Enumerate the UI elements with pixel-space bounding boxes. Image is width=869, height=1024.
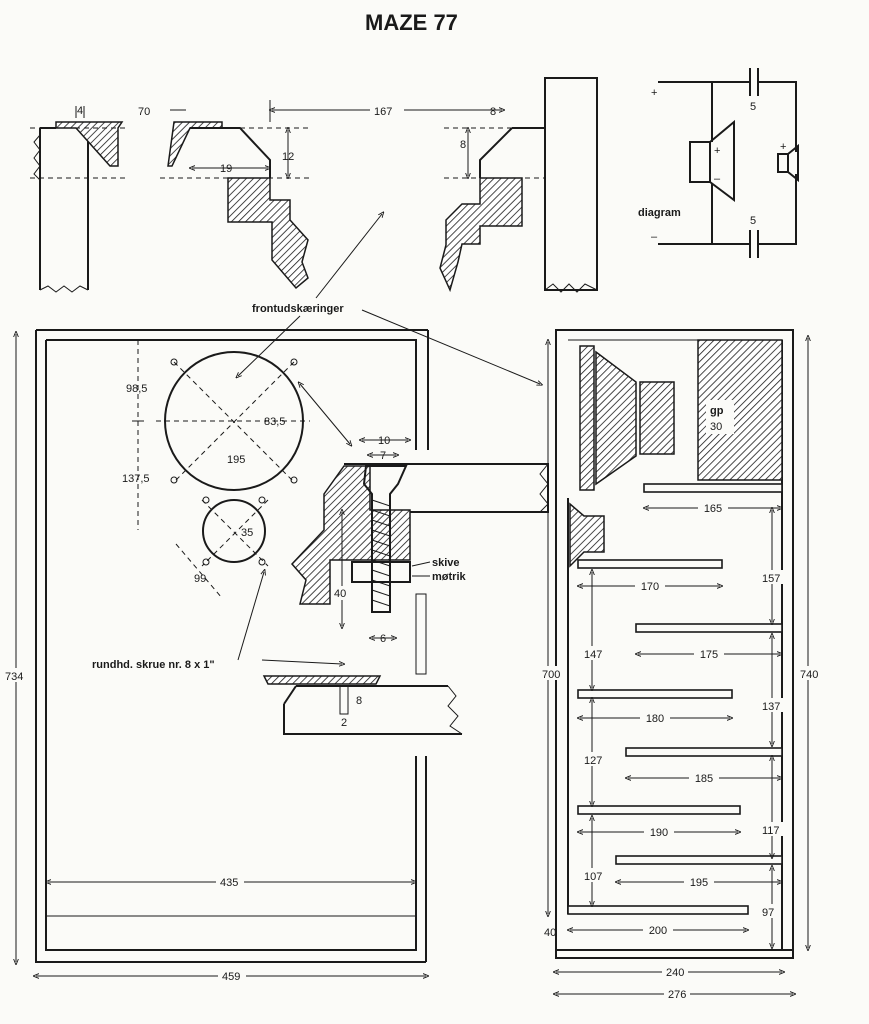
motrik-label: møtrik [432,571,467,583]
screw-label: rundhd. skrue nr. 8 x 1" [92,659,215,671]
dim-700: 700 [542,669,560,681]
frontudskaeringer-label: frontudskæringer [252,303,344,315]
shelf-width-bg-6 [644,825,674,839]
dim-157: 157 [762,573,780,585]
woofer-minus: – [714,173,721,185]
shelf-width-6: 190 [650,827,668,839]
dim-137-5: 137,5 [122,473,150,485]
shelf-width-4: 180 [646,713,664,725]
dim-12: 12 [282,151,294,163]
plus-terminal: + [651,87,657,99]
dim-195: 195 [227,454,245,466]
woofer-plus: + [714,145,720,157]
tweeter-cutout [202,499,266,563]
screw-detail: rundhd. skrue nr. 8 x 1" 8 2 [92,572,463,735]
dim-side-40: 40 [544,927,556,939]
dim-screw-2: 2 [341,717,347,729]
shelf-2 [577,559,723,569]
dim-459: 459 [222,971,240,983]
shelf-3 [635,623,783,633]
top-detail-middle-left: 19 12 70 [138,106,312,290]
shelf-width-bg-2 [635,579,665,593]
gp-value: 30 [710,421,722,433]
shelf-width-bg-8 [643,923,673,937]
shelf-width-bg-7 [684,875,714,889]
dim-bolt-40: 40 [334,588,346,600]
shelf-1 [643,483,783,493]
dim-8-top: 8 [490,106,496,118]
dim-4: 4 [77,105,83,117]
dim-740: 740 [800,669,818,681]
dim-276: 276 [668,989,686,1001]
dim-8-side: 8 [460,139,466,151]
dim-19: 19 [220,163,232,175]
capacitor-bottom-value: 5 [750,215,756,227]
shelf-width-bg-3 [694,647,724,661]
shelf-6 [577,805,741,815]
front-panel-view: 83,5 195 35 99 98,5 137,5 734 435 459 [5,329,429,983]
dim-98-5: 98,5 [126,383,147,395]
dim-167: 167 [374,106,392,118]
crossover-circuit: + – 5 5 + – + diagram [638,68,799,258]
dim-734: 734 [5,671,23,683]
dim-bolt-6: 6 [380,633,386,645]
dim-127: 127 [584,755,602,767]
top-detail-middle-right: 8 [439,77,598,293]
dim-435: 435 [220,877,238,889]
shelf-5 [625,747,783,757]
dim-137: 137 [762,701,780,713]
dim-83-5: 83,5 [264,416,285,428]
dim-bolt-10: 10 [378,435,390,447]
shelf-width-2: 170 [641,581,659,593]
top-detail-left: 4 [30,105,125,293]
dim-117: 117 [762,825,780,837]
dim-240: 240 [666,967,684,979]
capacitor-top-value: 5 [750,101,756,113]
shelf-width-5: 185 [695,773,713,785]
shelf-7 [615,855,783,865]
shelf-width-8: 200 [649,925,667,937]
gp-label: gp [710,405,724,417]
shelf-width-bg-4 [640,711,670,725]
shelf-4 [577,689,733,699]
shelf-width-1: 165 [704,503,722,515]
dim-97: 97 [762,907,774,919]
dim-147: 147 [584,649,602,661]
dim-107: 107 [584,871,602,883]
shelf-width-bg-1 [698,501,728,515]
minus-terminal: – [651,231,658,243]
dim-bolt-7: 7 [380,450,386,462]
side-shelves: 165 170 175 180 185 190 195 200 [567,483,783,937]
shelf-width-bg-5 [689,771,719,785]
side-section-view: gp 30 165 170 175 180 185 190 195 200 700 740 4… [540,329,822,1001]
shelf-width-7: 195 [690,877,708,889]
bolt-detail: 10 7 40 6 skive møtrik [290,435,549,645]
dim-70: 70 [138,106,150,118]
diagram-label: diagram [638,207,681,219]
tweeter-plus: + [780,141,786,153]
shelf-8 [567,905,749,915]
dim-35: 35 [241,527,253,539]
dim-screw-8: 8 [356,695,362,707]
shelf-width-3: 175 [700,649,718,661]
dim-99: 99 [194,573,206,585]
skive-label: skive [432,557,460,569]
page-title: MAZE 77 [365,10,458,35]
